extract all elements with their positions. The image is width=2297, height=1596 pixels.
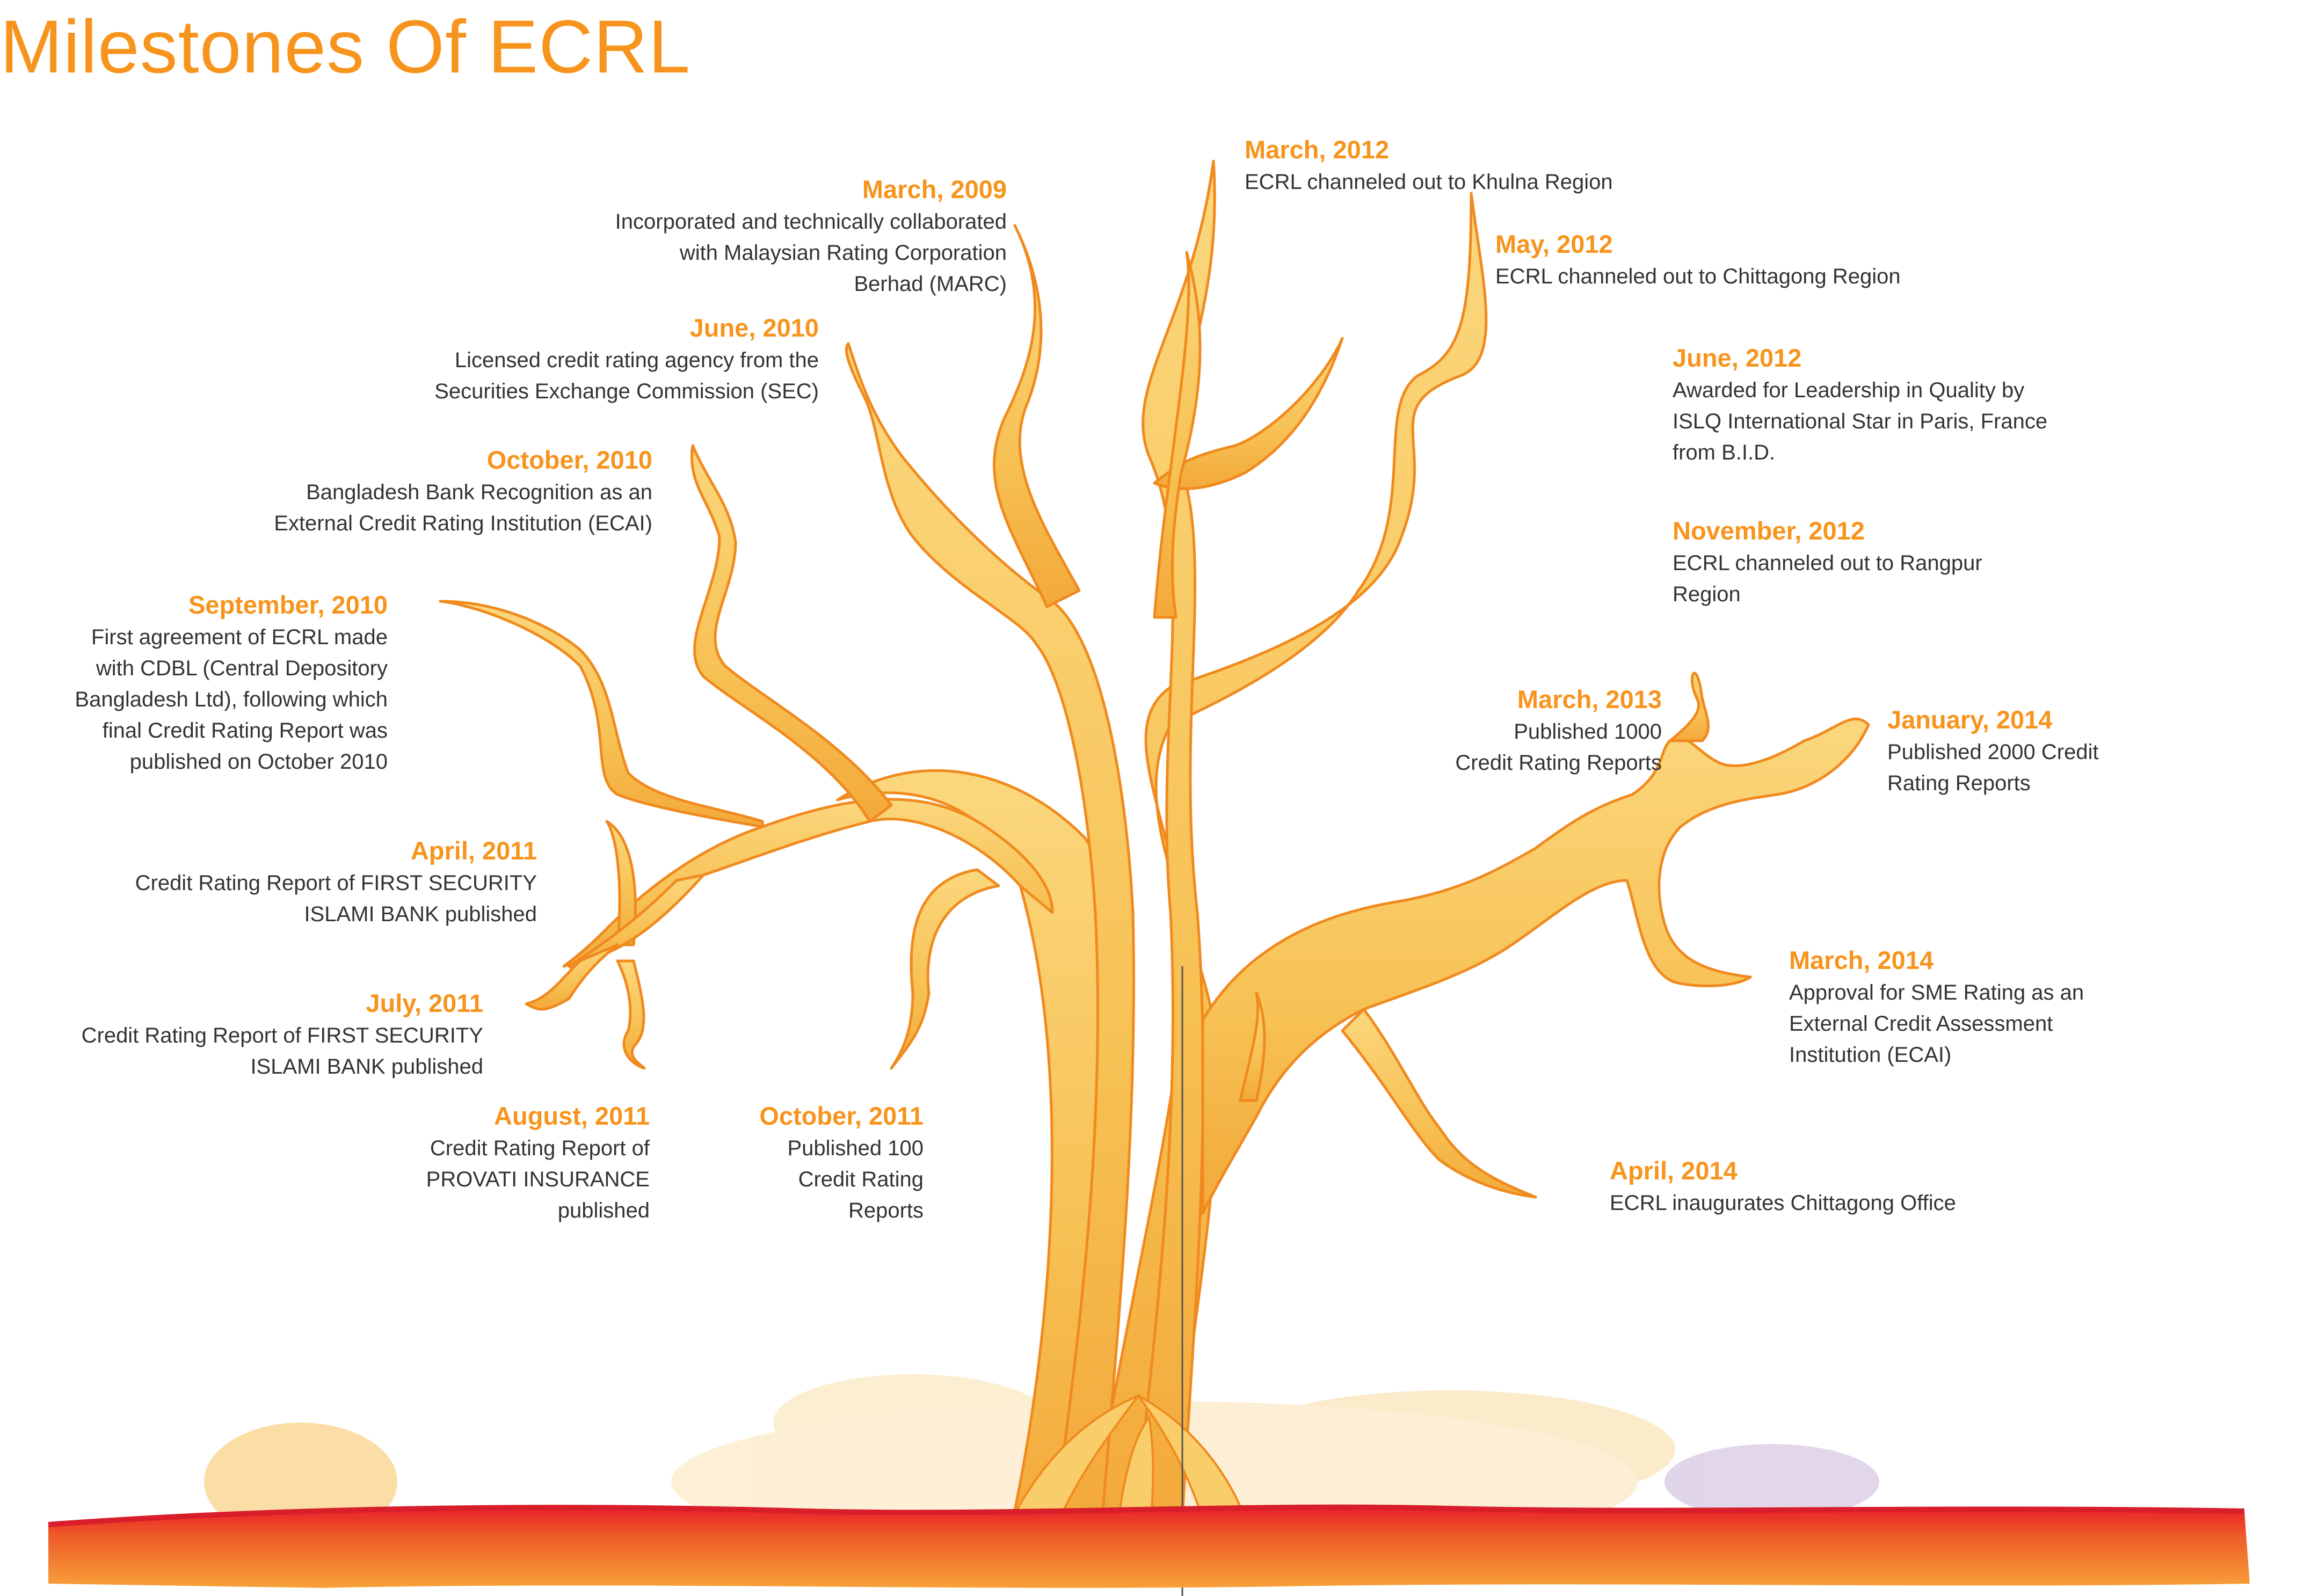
milestone-desc: ECRL channeled out to Khulna Region (1245, 170, 1613, 194)
milestone-desc: First agreement of ECRL made with CDBL (… (75, 625, 388, 774)
milestone-desc: Approval for SME Rating as an External C… (1789, 981, 2084, 1067)
milestone-desc: Published 100 Credit Rating Reports (787, 1136, 924, 1222)
milestone-october-2011: October, 2011 Published 100 Credit Ratin… (749, 1099, 924, 1226)
milestone-may-2012: May, 2012 ECRL channeled out to Chittago… (1495, 228, 1979, 292)
milestone-june-2012: June, 2012 Awarded for Leadership in Qua… (1673, 341, 2086, 468)
page-title: Milestones Of ECRL (0, 4, 691, 89)
milestone-date: September, 2010 (188, 591, 388, 619)
milestone-desc: Published 1000 Credit Rating Reports (1455, 720, 1662, 775)
milestone-date: April, 2014 (1610, 1156, 1738, 1185)
milestone-date: June, 2012 (1673, 344, 1802, 372)
milestone-date: January, 2014 (1887, 705, 2053, 734)
milestone-june-2010: June, 2010 Licensed credit rating agency… (400, 311, 819, 407)
milestone-date: October, 2011 (759, 1102, 924, 1130)
milestone-april-2011: April, 2011 Credit Rating Report of FIRS… (123, 834, 537, 930)
ground (48, 1504, 2250, 1588)
milestone-date: May, 2012 (1495, 230, 1613, 258)
milestone-date: March, 2013 (1517, 685, 1662, 713)
milestone-date: November, 2012 (1673, 516, 1865, 545)
milestone-march-2014: March, 2014 Approval for SME Rating as a… (1789, 944, 2122, 1070)
milestone-september-2010: September, 2010 First agreement of ECRL … (44, 588, 388, 777)
milestone-march-2009: March, 2009 Incorporated and technically… (588, 173, 1007, 300)
milestone-january-2014: January, 2014 Published 2000 Credit Rati… (1887, 703, 2126, 799)
milestone-date: October, 2010 (486, 446, 652, 474)
milestone-desc: Credit Rating Report of FIRST SECURITY I… (81, 1024, 483, 1078)
milestone-august-2011: August, 2011 Credit Rating Report of PRO… (392, 1099, 650, 1226)
tree (439, 159, 1870, 1537)
milestone-date: March, 2009 (862, 175, 1007, 203)
milestone-march-2013: March, 2013 Published 1000 Credit Rating… (1423, 683, 1662, 778)
tree-roots (1002, 1393, 1253, 1536)
milestone-desc: ECRL inaugurates Chittagong Office (1610, 1191, 1956, 1215)
milestone-april-2014: April, 2014 ECRL inaugurates Chittagong … (1610, 1154, 2093, 1219)
milestone-desc: ECRL channeled out to Chittagong Region (1495, 265, 1901, 288)
milestone-date: April, 2011 (410, 836, 537, 865)
milestone-date: June, 2010 (689, 314, 819, 342)
milestone-desc: Bangladesh Bank Recognition as an Extern… (274, 480, 652, 535)
milestone-desc: ECRL channeled out to Rangpur Region (1673, 551, 1982, 606)
milestone-date: July, 2011 (366, 989, 483, 1017)
milestone-desc: Incorporated and technically collaborate… (615, 210, 1007, 296)
milestone-march-2012: March, 2012 ECRL channeled out to Khulna… (1245, 133, 1728, 198)
milestone-desc: Credit Rating Report of PROVATI INSURANC… (426, 1136, 650, 1222)
milestone-date: March, 2012 (1245, 135, 1390, 164)
milestone-desc: Licensed credit rating agency from the S… (434, 348, 819, 403)
milestone-november-2012: November, 2012 ECRL channeled out to Ran… (1673, 514, 2059, 610)
milestone-desc: Credit Rating Report of FIRST SECURITY I… (135, 871, 537, 926)
milestone-desc: Awarded for Leadership in Quality by ISL… (1673, 378, 2048, 464)
milestone-october-2010: October, 2010 Bangladesh Bank Recognitio… (252, 443, 652, 539)
milestone-july-2011: July, 2011 Credit Rating Report of FIRST… (70, 987, 483, 1082)
milestone-desc: Published 2000 Credit Rating Reports (1887, 740, 2099, 795)
milestone-date: March, 2014 (1789, 946, 1934, 974)
milestone-date: August, 2011 (494, 1102, 650, 1130)
